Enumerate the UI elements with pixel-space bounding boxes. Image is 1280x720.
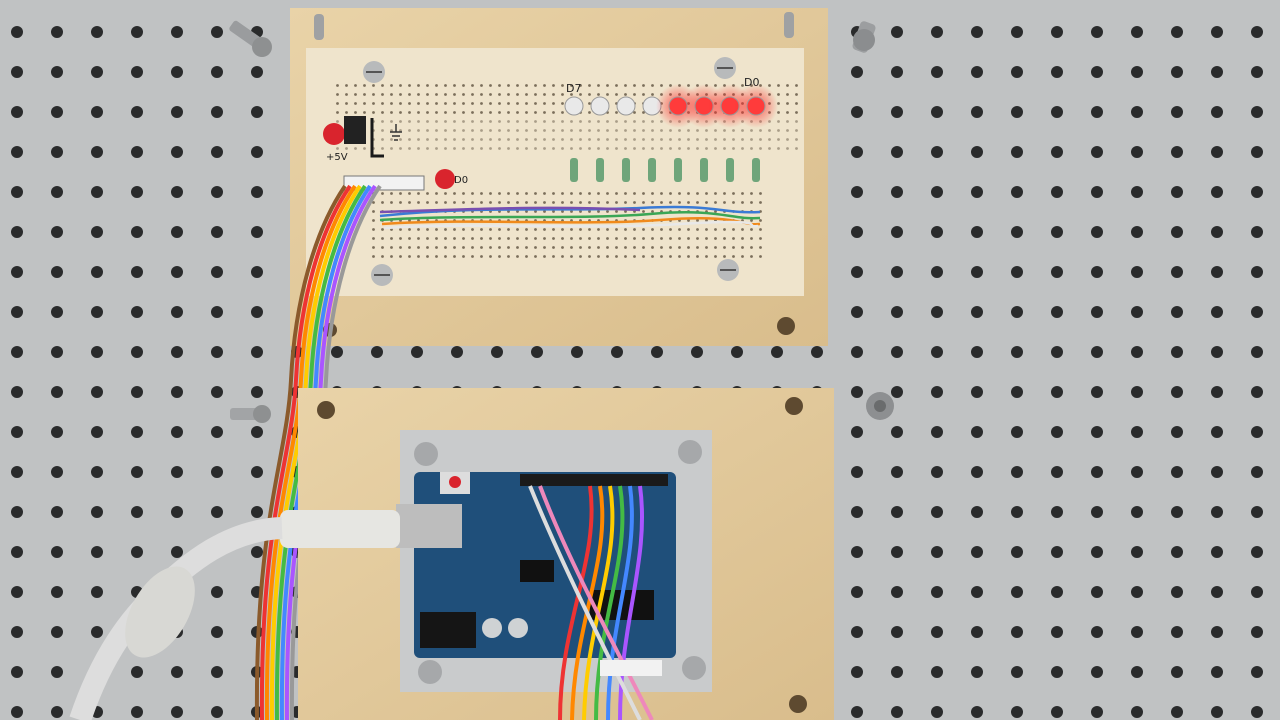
board-wires xyxy=(379,205,761,230)
power-header: +5V xyxy=(323,116,402,163)
led-msb-label: D7 xyxy=(566,82,581,95)
pegboard-screws xyxy=(229,20,894,423)
usb-cable xyxy=(69,504,462,720)
arduino-ribbon-cables xyxy=(528,485,662,720)
supply-marker xyxy=(323,123,345,145)
resistor-row xyxy=(570,158,760,182)
led-0 xyxy=(564,96,584,116)
led-1 xyxy=(590,96,610,116)
bit0-marker-label: D0 xyxy=(454,175,468,186)
led-7 xyxy=(746,96,766,116)
led-row xyxy=(564,84,778,128)
supply-label: +5V xyxy=(326,152,348,163)
bit0-marker-dot xyxy=(435,169,455,189)
led-2 xyxy=(616,96,636,116)
reset-button xyxy=(449,476,461,488)
